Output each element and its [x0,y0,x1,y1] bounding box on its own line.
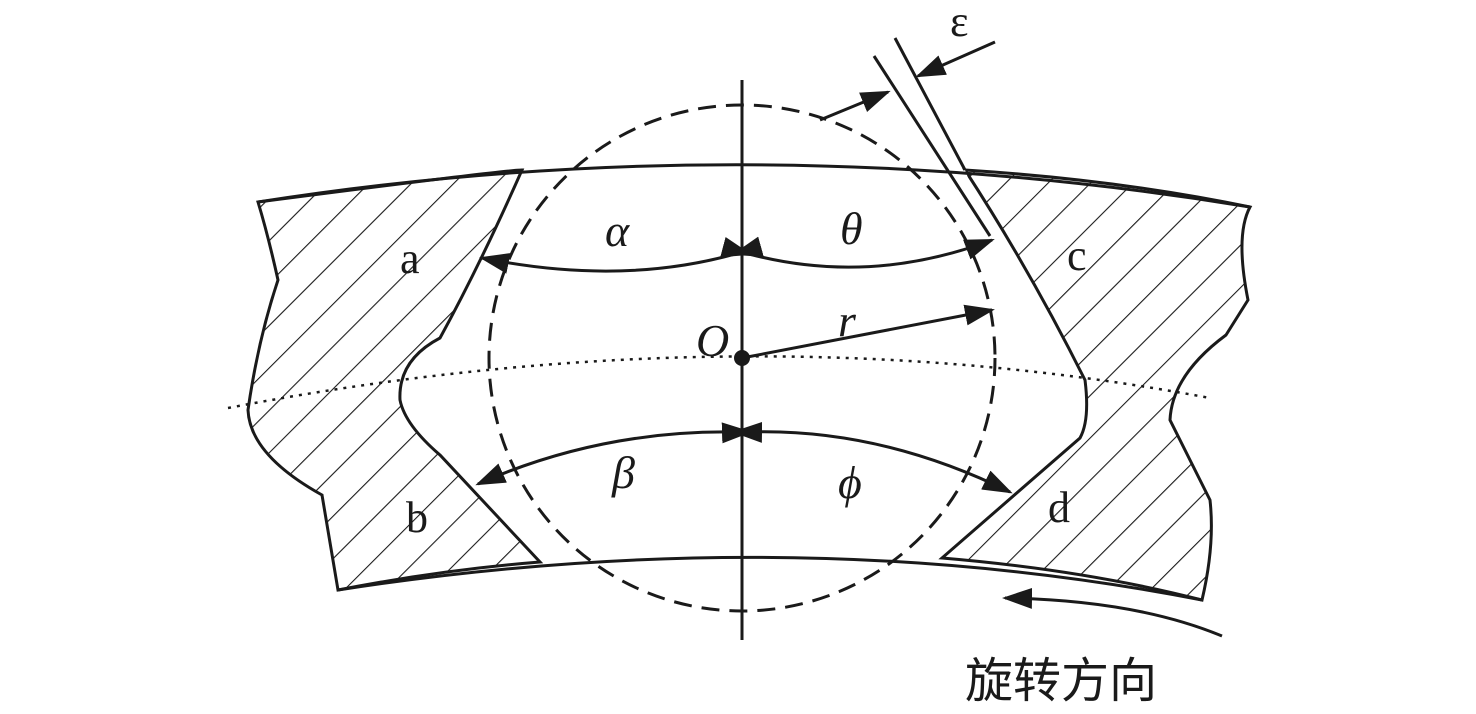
outer-arc [257,163,1251,209]
clearance-label: ε [950,0,968,46]
center-label: O [696,315,729,366]
left-solid-region [246,168,544,592]
theta-arc [720,236,995,269]
beta-arc [475,421,763,486]
center-point [734,350,750,366]
phi-arc [721,422,1013,494]
clearance-line-outer [893,37,967,171]
clearance-line-inner [872,55,992,237]
pitch-arc [227,355,1211,410]
clearance-gap [938,170,987,231]
radius-line [741,304,995,360]
blade-label-c: c [1067,231,1087,280]
blade-label-d: d [1048,483,1070,532]
epsilon-arrow-left [819,90,891,122]
angle-label-beta: β [611,447,635,498]
blade-label-a: a [400,234,420,283]
alpha-arc [479,236,764,274]
angle-label-alpha: α [605,205,630,256]
inner-arc [337,555,1203,602]
epsilon-arrow-right [915,40,996,78]
radius-label: r [838,295,857,346]
angle-label-phi: ϕ [838,457,862,508]
angle-label-theta: θ [840,203,863,254]
rotation-arrow [1002,587,1223,638]
rotation-direction-caption: 旋转方向 [965,653,1157,709]
blade-label-b: b [406,493,428,542]
